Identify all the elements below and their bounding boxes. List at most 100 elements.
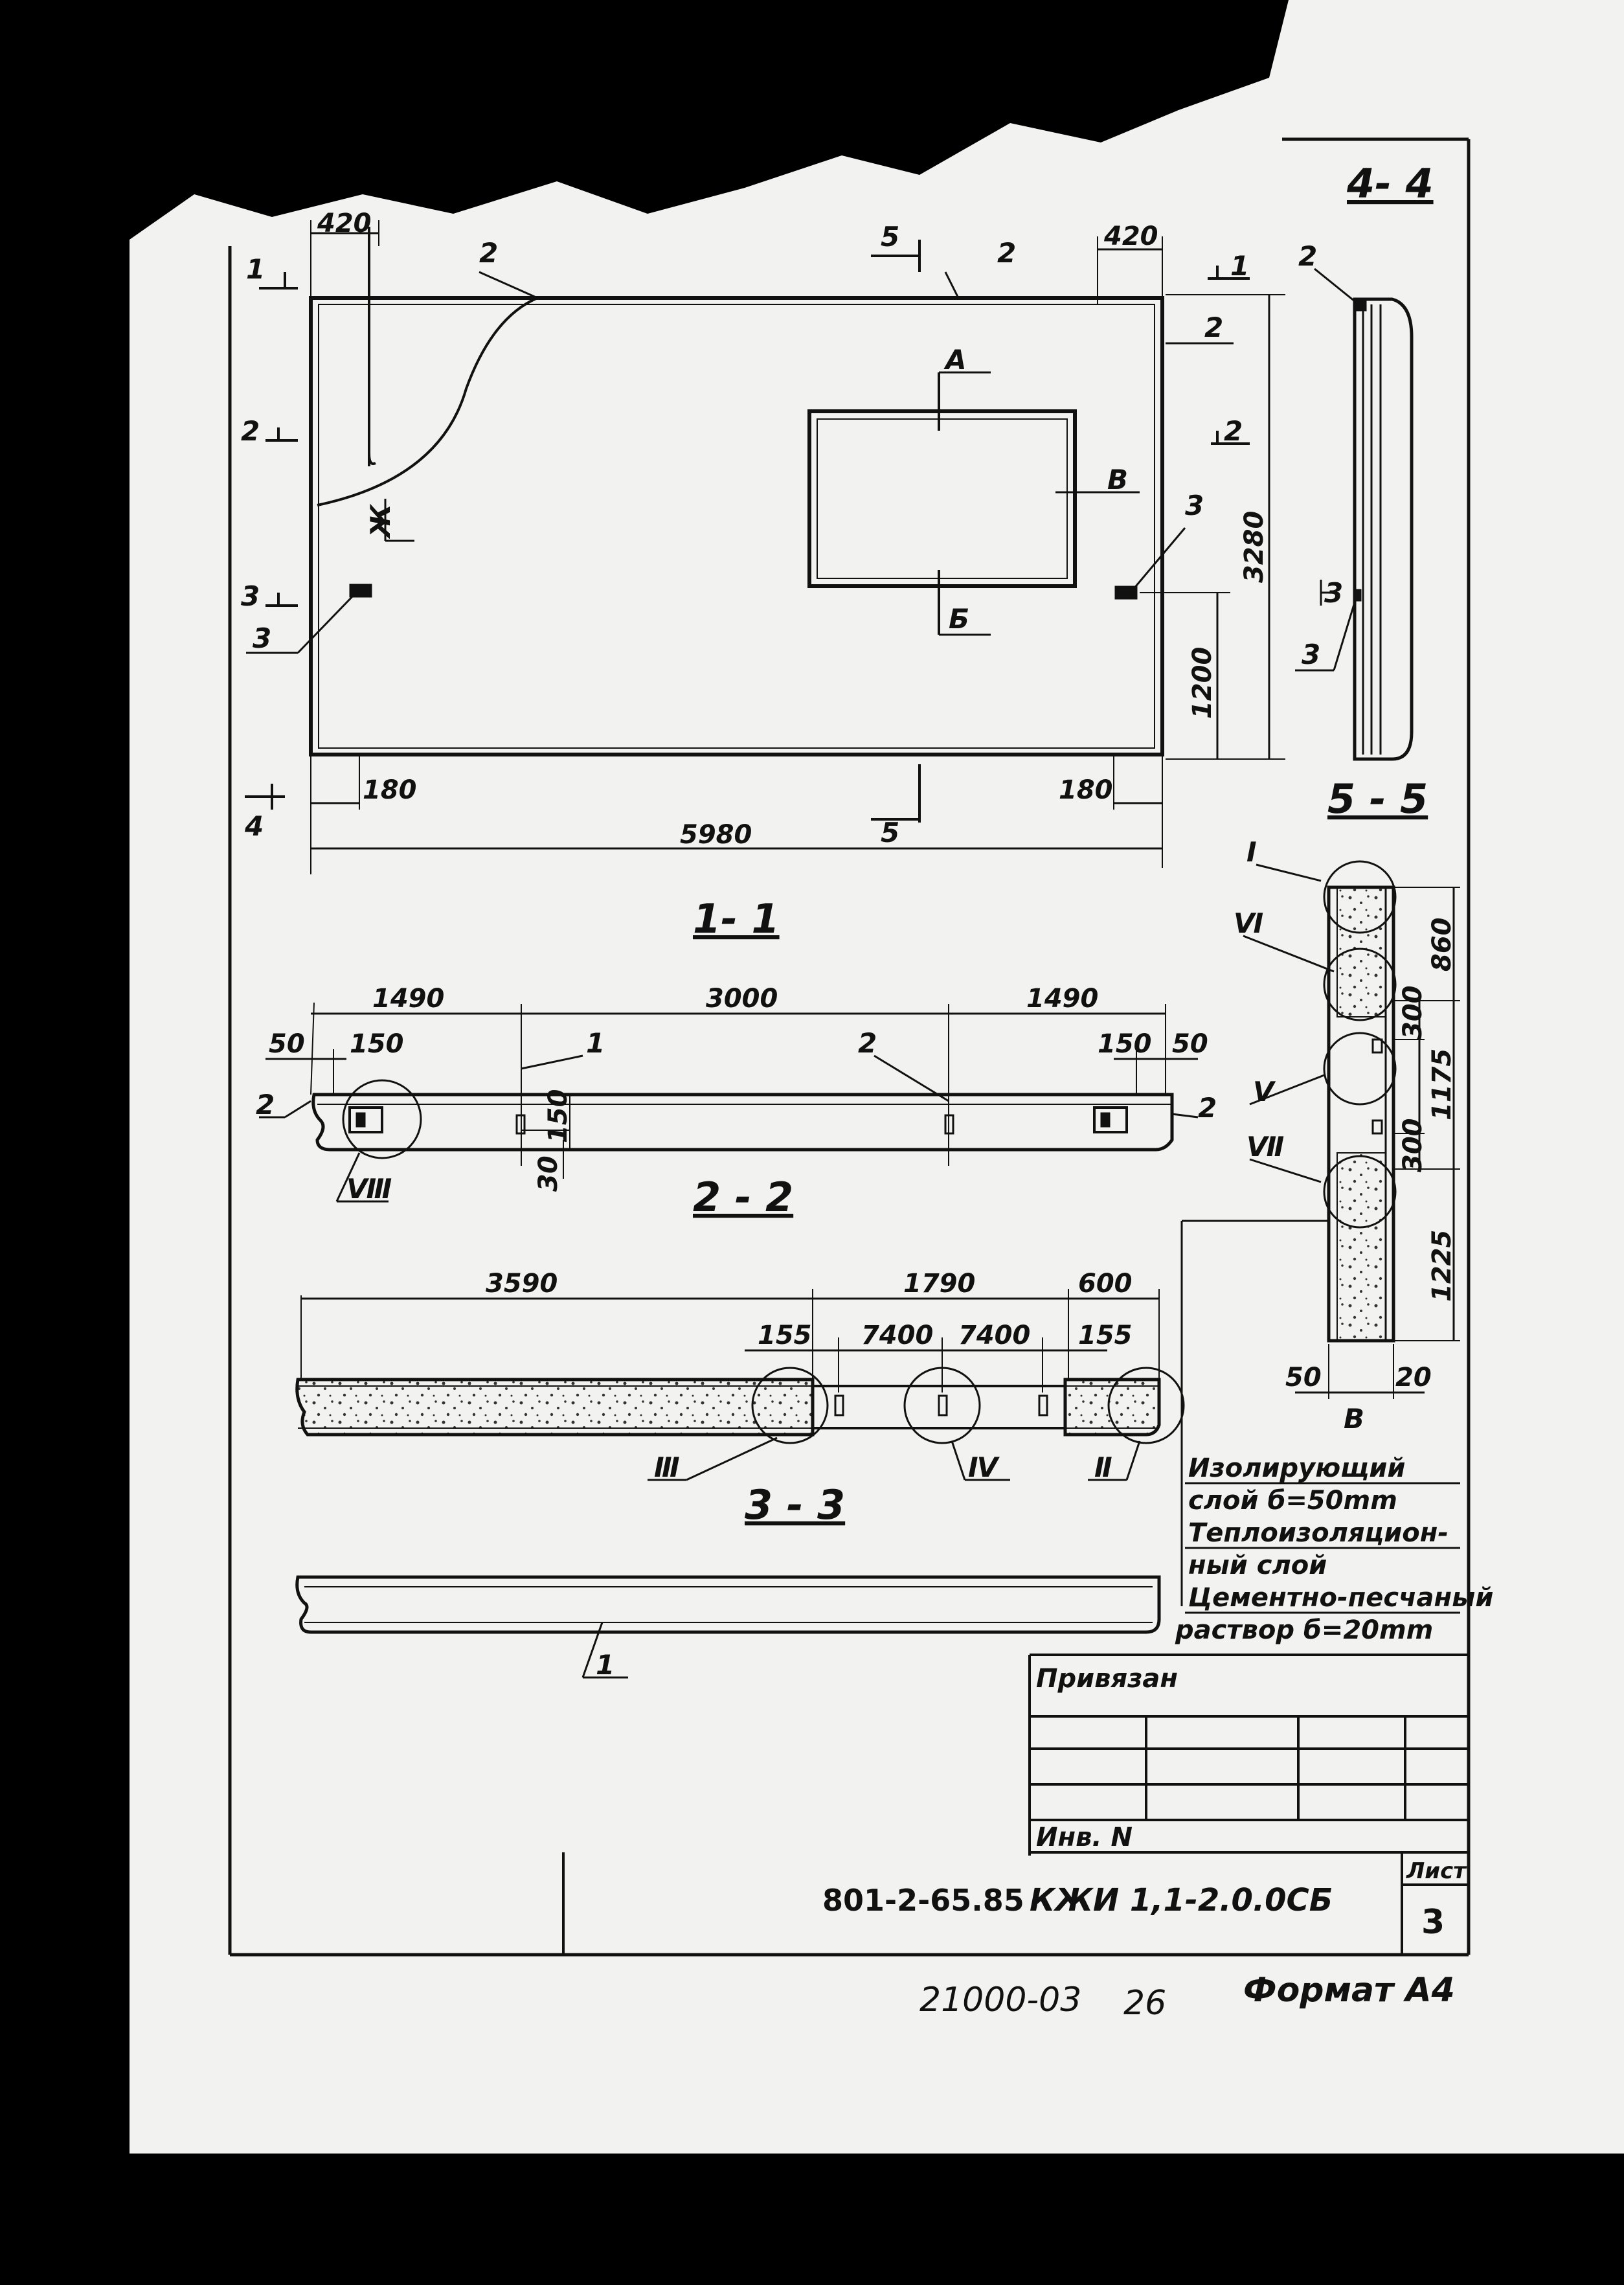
s33-dim-155-left: 155 — [758, 1321, 812, 1350]
s22-dim-50-left: 50 — [269, 1029, 305, 1059]
cut-mark-5-bottom: 5 — [881, 817, 899, 848]
s33-dim-600: 600 — [1078, 1269, 1133, 1299]
section-title-2-2: 2 - 2 — [693, 1174, 793, 1221]
s22-labels: 1490 3000 1490 50 150 150 50 150 30 1 2 … — [256, 984, 1217, 1205]
section-2-2 — [259, 1002, 1199, 1203]
s55-dim-860: 860 — [1427, 918, 1457, 972]
s44-cut-3: 3 — [1324, 577, 1343, 609]
label-Zh: Ж — [365, 503, 396, 540]
note-line-1: Изолирующий — [1188, 1453, 1405, 1483]
s22-dim-150-vertical: 150 — [543, 1089, 573, 1144]
label-B: Б — [949, 603, 969, 635]
stamp-privyazan: Привязан — [1036, 1664, 1178, 1694]
dim-420-right: 420 — [1103, 222, 1158, 251]
s44-label-2: 2 — [1298, 240, 1317, 272]
s33-dim-7400-a: 7400 — [861, 1321, 933, 1350]
elevation-view — [295, 1575, 1161, 1679]
dim-5980: 5980 — [680, 820, 752, 850]
s55-dim-300-b: 300 — [1398, 1119, 1428, 1173]
section-4-4 — [1295, 267, 1414, 761]
s33-label-IV: Ⅳ — [968, 1451, 1000, 1483]
s33-label-II: Ⅱ — [1094, 1451, 1112, 1483]
s33-dim-3590: 3590 — [486, 1269, 558, 1299]
s22-label-1: 1 — [586, 1027, 605, 1059]
s22-dim-1490-left: 1490 — [372, 984, 444, 1014]
s55-dim-1175: 1175 — [1427, 1049, 1457, 1120]
cut-mark-3-left: 3 — [241, 580, 260, 612]
s55-dim-300-a: 300 — [1398, 986, 1428, 1040]
page-number: 26 — [1123, 1984, 1166, 2023]
s22-dim-150-right: 150 — [1098, 1029, 1152, 1059]
stamp-sheet-label: Лист — [1406, 1858, 1467, 1884]
paper — [130, 0, 1624, 2154]
label-A: А — [943, 344, 967, 376]
anchor-right — [1114, 585, 1138, 600]
label-2-top-mid: 2 — [997, 237, 1016, 269]
s55-dim-B: В — [1344, 1403, 1364, 1435]
s33-dim-7400-b: 7400 — [958, 1321, 1030, 1350]
drawing-frame — [228, 137, 1471, 1957]
s22-label-2-mid: 2 — [858, 1027, 877, 1059]
s22-dim-30: 30 — [534, 1155, 563, 1192]
label-2-top-left: 2 — [479, 237, 498, 269]
label-3-right: 3 — [1185, 490, 1204, 521]
s55-label-VII: Ⅶ — [1246, 1131, 1284, 1163]
section-title-4-4: 4- 4 — [1346, 160, 1434, 207]
title-block — [562, 1654, 1469, 1955]
s55-dim-1225: 1225 — [1427, 1230, 1457, 1302]
plan-labels: 420 420 180 180 5980 3280 1200 1 2 3 4 5… — [241, 209, 1269, 850]
section-title-1-1: 1- 1 — [693, 895, 780, 942]
s33-labels: 3590 1790 600 155 7400 7400 155 Ⅲ Ⅳ Ⅱ — [486, 1269, 1133, 1483]
cut-mark-1-left: 1 — [246, 253, 265, 285]
s22-label-2-right: 2 — [1198, 1092, 1217, 1124]
s33-label-III: Ⅲ — [654, 1451, 680, 1483]
s22-dim-50-right: 50 — [1172, 1029, 1208, 1059]
label-2-right: 2 — [1204, 312, 1223, 343]
s22-dim-1490-right: 1490 — [1026, 984, 1098, 1014]
cut-mark-4: 4 — [244, 810, 264, 842]
stamp-sheet-no: 3 — [1421, 1903, 1445, 1942]
s55-label-I: Ⅰ — [1246, 836, 1257, 868]
elevation-label-1: 1 — [596, 1649, 615, 1681]
panel-outline — [309, 296, 1164, 756]
s55-labels: 860 300 1175 300 1225 50 20 В Ⅰ Ⅵ Ⅴ Ⅶ — [1234, 836, 1457, 1435]
note-line-3: Теплоизоляцион- — [1188, 1518, 1449, 1548]
cut-mark-2-left: 2 — [241, 415, 260, 447]
s55-dim-50: 50 — [1285, 1363, 1322, 1393]
s55-dim-20: 20 — [1395, 1363, 1432, 1393]
notes: Изолирующий слой б=50mm Теплоизоляцион- … — [1175, 1453, 1493, 1645]
note-line-6: раствор б=20mm — [1175, 1615, 1433, 1645]
note-underlines — [1185, 1482, 1460, 1614]
s44-label-3: 3 — [1302, 639, 1320, 670]
label-V: В — [1107, 464, 1128, 495]
s55-label-V: Ⅴ — [1253, 1076, 1276, 1108]
label-3-left: 3 — [253, 622, 271, 654]
s22-label-2-left: 2 — [256, 1089, 275, 1120]
section-title-3-3: 3 - 3 — [745, 1481, 845, 1529]
s33-dim-155-right: 155 — [1078, 1321, 1133, 1350]
stamp-code: 801-2-65.85 — [822, 1883, 1024, 1918]
s22-dim-3000: 3000 — [706, 984, 778, 1014]
s55-label-VI: Ⅵ — [1234, 907, 1263, 939]
s33-dim-1790: 1790 — [903, 1269, 975, 1299]
section-5-5 — [1180, 860, 1460, 1606]
stamp-designation: КЖИ 1,1-2.0.0СБ — [1030, 1882, 1333, 1918]
note-line-2: слой б=50mm — [1188, 1486, 1397, 1516]
section-title-5-5: 5 - 5 — [1327, 775, 1428, 823]
section-3-3 — [295, 1289, 1185, 1481]
plan-view — [245, 220, 1285, 874]
note-line-5: Цементно-песчаный — [1188, 1583, 1493, 1613]
dim-3280: 3280 — [1239, 511, 1269, 583]
dim-420-left: 420 — [317, 209, 372, 238]
paper-format: Формат А4 — [1243, 1971, 1455, 2010]
cut-mark-5-top: 5 — [881, 221, 899, 253]
dim-1200: 1200 — [1188, 647, 1217, 719]
order-number: 21000-03 — [919, 1981, 1081, 2019]
stamp-inv-no: Инв. N — [1036, 1823, 1133, 1852]
s22-dim-150-left: 150 — [350, 1029, 404, 1059]
dim-180-right: 180 — [1059, 775, 1113, 805]
cut-mark-1-right: 1 — [1230, 250, 1249, 282]
window-opening — [807, 409, 1077, 588]
dim-180-left: 180 — [363, 775, 417, 805]
